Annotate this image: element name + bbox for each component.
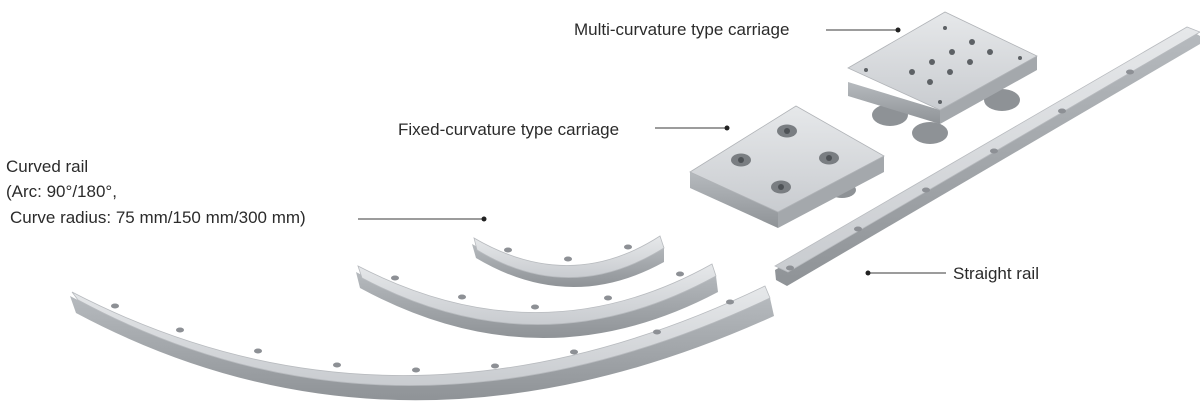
curved-rail-medium [356, 263, 718, 339]
curved-rail-arc-label: (Arc: 90°/180°, [6, 182, 117, 201]
fixed-curvature-carriage [689, 105, 885, 228]
curved-rail-large [70, 285, 774, 401]
straight-rail [774, 26, 1200, 286]
leader-lines [358, 27, 946, 276]
curved-rail-label: Curved rail [6, 157, 89, 176]
fixed-curvature-carriage-label: Fixed-curvature type carriage [398, 120, 620, 139]
multi-curvature-carriage [847, 11, 1038, 144]
curved-rail-radius-label: Curve radius: 75 mm/150 mm/300 mm) [10, 208, 306, 227]
straight-rail-label: Straight rail [953, 264, 1039, 283]
curved-rail-small [472, 235, 665, 288]
multi-curvature-carriage-label: Multi-curvature type carriage [574, 20, 790, 39]
